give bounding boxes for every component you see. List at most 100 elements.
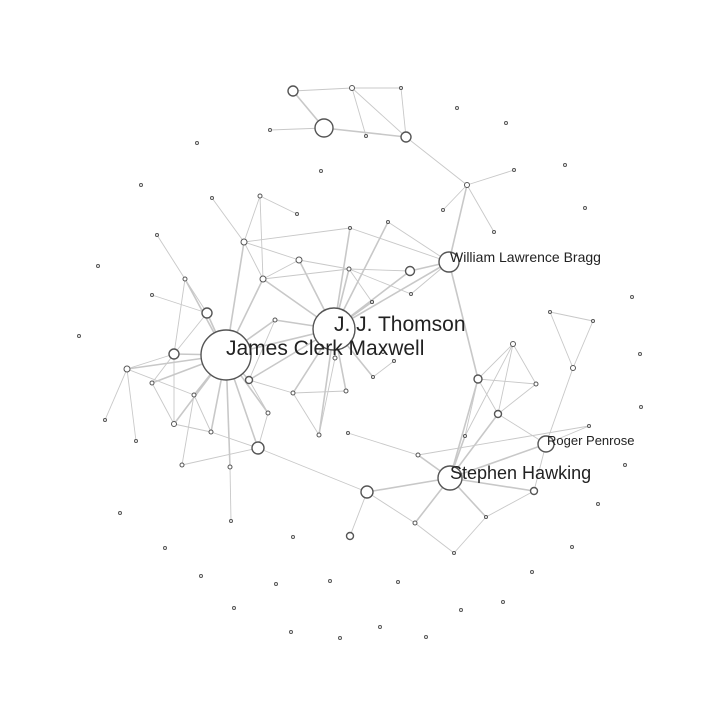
node-a17[interactable] bbox=[381, 350, 385, 354]
node-b16[interactable] bbox=[587, 424, 591, 428]
node-b15[interactable] bbox=[345, 531, 355, 541]
node-a14[interactable] bbox=[150, 293, 154, 297]
node-o24[interactable] bbox=[163, 546, 167, 550]
node-o5[interactable] bbox=[195, 141, 199, 145]
node-c1[interactable] bbox=[168, 348, 180, 360]
node-o29[interactable] bbox=[291, 535, 295, 539]
node-a10[interactable] bbox=[404, 265, 416, 277]
node-c8[interactable] bbox=[208, 429, 214, 435]
node-c15[interactable] bbox=[290, 390, 296, 396]
node-t1[interactable] bbox=[287, 85, 299, 97]
node-penrose[interactable] bbox=[537, 435, 555, 453]
node-c11[interactable] bbox=[229, 519, 233, 523]
node-o20[interactable] bbox=[338, 636, 342, 640]
node-b12[interactable] bbox=[452, 551, 456, 555]
node-a1[interactable] bbox=[240, 238, 248, 246]
node-t6[interactable] bbox=[268, 128, 272, 132]
node-t8[interactable] bbox=[464, 182, 470, 188]
node-c13[interactable] bbox=[265, 410, 271, 416]
node-c17[interactable] bbox=[343, 388, 349, 394]
node-t3[interactable] bbox=[349, 85, 355, 91]
node-a4[interactable] bbox=[210, 196, 214, 200]
node-c9[interactable] bbox=[179, 462, 185, 468]
node-o3[interactable] bbox=[563, 163, 567, 167]
node-o12[interactable] bbox=[623, 463, 627, 467]
node-c20[interactable] bbox=[371, 375, 375, 379]
node-o7[interactable] bbox=[96, 264, 100, 268]
node-o18[interactable] bbox=[424, 635, 428, 639]
node-b5[interactable] bbox=[463, 434, 467, 438]
node-o17[interactable] bbox=[459, 608, 463, 612]
node-b6[interactable] bbox=[415, 452, 421, 458]
node-t7[interactable] bbox=[364, 134, 368, 138]
node-c14[interactable] bbox=[251, 441, 265, 455]
node-a16[interactable] bbox=[409, 292, 413, 296]
node-b9[interactable] bbox=[570, 365, 576, 371]
node-o21[interactable] bbox=[289, 630, 293, 634]
node-o16[interactable] bbox=[501, 600, 505, 604]
node-o30[interactable] bbox=[319, 169, 323, 173]
node-b8[interactable] bbox=[591, 319, 595, 323]
node-b11[interactable] bbox=[484, 515, 488, 519]
node-o1[interactable] bbox=[455, 106, 459, 110]
node-a9[interactable] bbox=[386, 220, 390, 224]
node-o31[interactable] bbox=[370, 300, 374, 304]
node-o13[interactable] bbox=[596, 502, 600, 506]
node-b3[interactable] bbox=[533, 381, 539, 387]
node-thomson[interactable] bbox=[312, 307, 356, 351]
node-o28[interactable] bbox=[396, 580, 400, 584]
node-t4[interactable] bbox=[399, 86, 403, 90]
node-b7[interactable] bbox=[548, 310, 552, 314]
node-c16[interactable] bbox=[316, 432, 322, 438]
node-c3[interactable] bbox=[149, 380, 155, 386]
node-o15[interactable] bbox=[530, 570, 534, 574]
node-b14[interactable] bbox=[360, 485, 374, 499]
node-c4[interactable] bbox=[103, 418, 107, 422]
node-a6[interactable] bbox=[295, 256, 303, 264]
node-b4[interactable] bbox=[493, 409, 503, 419]
node-o22[interactable] bbox=[232, 606, 236, 610]
node-o8[interactable] bbox=[77, 334, 81, 338]
node-c6[interactable] bbox=[171, 421, 177, 427]
node-b13[interactable] bbox=[412, 520, 418, 526]
node-c18[interactable] bbox=[332, 355, 338, 361]
node-b10[interactable] bbox=[529, 486, 539, 496]
node-c5[interactable] bbox=[134, 439, 138, 443]
node-a3[interactable] bbox=[295, 212, 299, 216]
node-o23[interactable] bbox=[199, 574, 203, 578]
node-a12[interactable] bbox=[182, 276, 188, 282]
node-o26[interactable] bbox=[274, 582, 278, 586]
node-c21[interactable] bbox=[392, 359, 396, 363]
node-o25[interactable] bbox=[118, 511, 122, 515]
node-o9[interactable] bbox=[630, 295, 634, 299]
node-o14[interactable] bbox=[570, 545, 574, 549]
node-t2[interactable] bbox=[314, 118, 334, 138]
node-a13[interactable] bbox=[155, 233, 159, 237]
node-b2[interactable] bbox=[510, 341, 516, 347]
node-o2[interactable] bbox=[504, 121, 508, 125]
node-c19[interactable] bbox=[346, 431, 350, 435]
node-c10[interactable] bbox=[227, 464, 233, 470]
node-a2[interactable] bbox=[257, 193, 263, 199]
node-o11[interactable] bbox=[639, 405, 643, 409]
node-t5[interactable] bbox=[400, 131, 412, 143]
node-o19[interactable] bbox=[378, 625, 382, 629]
node-bragg[interactable] bbox=[438, 251, 460, 273]
node-o10[interactable] bbox=[638, 352, 642, 356]
node-a7[interactable] bbox=[346, 266, 352, 272]
node-o6[interactable] bbox=[139, 183, 143, 187]
node-t10[interactable] bbox=[441, 208, 445, 212]
node-c2[interactable] bbox=[123, 365, 131, 373]
node-c7[interactable] bbox=[191, 392, 197, 398]
node-a11[interactable] bbox=[201, 307, 213, 319]
node-a18[interactable] bbox=[272, 317, 278, 323]
node-a8[interactable] bbox=[348, 226, 352, 230]
node-o4[interactable] bbox=[583, 206, 587, 210]
node-t11[interactable] bbox=[492, 230, 496, 234]
node-a5[interactable] bbox=[259, 275, 267, 283]
node-o27[interactable] bbox=[328, 579, 332, 583]
node-t9[interactable] bbox=[512, 168, 516, 172]
node-maxwell[interactable] bbox=[200, 329, 252, 381]
node-b1[interactable] bbox=[473, 374, 483, 384]
node-hawking[interactable] bbox=[437, 465, 463, 491]
